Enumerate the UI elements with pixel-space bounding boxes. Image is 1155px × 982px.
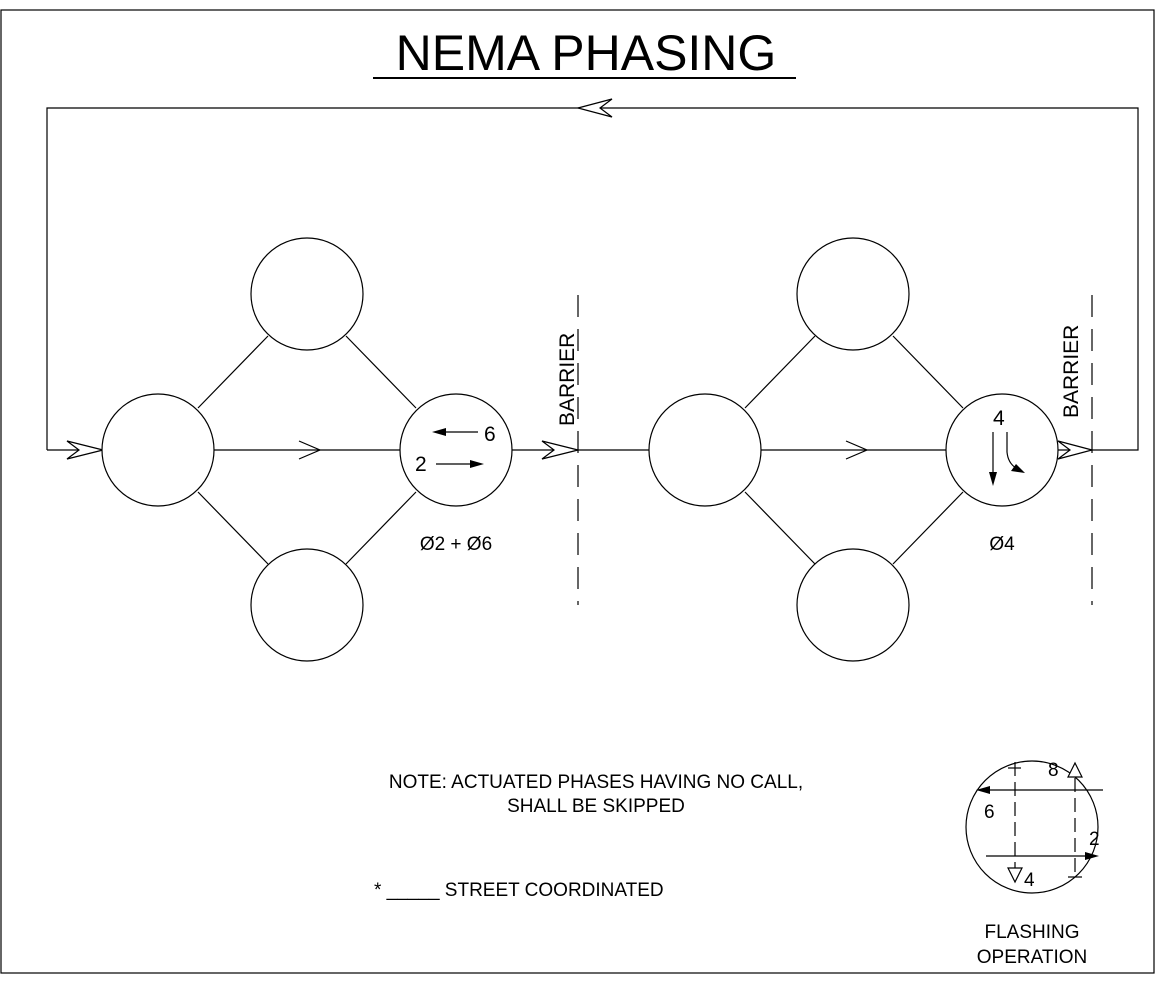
movement-2-arrowhead [470,460,484,468]
phase-node-left-bottom [250,548,364,662]
phase-label-2-6: Ø2 + Ø6 [420,534,492,555]
movement-4-through-arrowhead [989,472,997,486]
flash-2-number: 2 [1089,829,1100,850]
flash-4-number: 4 [1024,870,1035,891]
link-right-4 [892,491,964,565]
phase-node-2-6 [399,393,513,507]
coordinated-street-note: * _____ STREET COORDINATED [374,880,664,901]
link-right-3 [744,491,816,565]
barrier-arrow-right [1057,440,1095,460]
movement-6-arrowhead [432,428,446,436]
movement-6-number: 6 [484,423,496,446]
entry-arrow-left [66,440,104,460]
link-left-4 [345,491,417,565]
link-left-1 [197,335,269,409]
barrier-label-left: BARRIER [556,333,579,426]
note-line-1: NOTE: ACTUATED PHASES HAVING NO CALL, [389,772,803,793]
phase-node-right-bottom [796,548,910,662]
link-right-2 [892,335,964,409]
link-right-1 [744,335,816,409]
movement-4-turn-arrowhead [1011,464,1025,473]
flash-6-arrowhead [976,786,990,794]
link-left-2 [345,335,417,409]
flash-8-arrowhead [1067,761,1083,778]
phase-node-left-top [250,237,364,351]
flashing-label-line-2: OPERATION [977,947,1088,968]
flashing-operation-diagram: 6 2 4 8 FLASHING OPERATION [965,760,1103,968]
flash-6-number: 6 [984,802,995,823]
barrier-arrow-left [541,440,579,460]
flash-2-arrowhead [1085,852,1099,860]
sheet-border [0,9,1155,974]
diagram-title: NEMA PHASING [396,25,777,81]
arrow-right-middle [845,440,869,460]
link-left-3 [197,491,269,565]
return-arrow-top [575,98,613,118]
phase-node-right-start [648,393,762,507]
flash-8-number: 8 [1048,760,1059,781]
movement-4-number: 4 [993,407,1005,430]
flash-4-arrowhead [1007,867,1023,884]
phase-node-left-start [101,393,215,507]
flashing-label-line-1: FLASHING [984,922,1079,943]
movement-2-number: 2 [415,453,427,476]
return-loop-line [46,107,1139,451]
phase-node-right-top [796,237,910,351]
barrier-label-right: BARRIER [1060,325,1083,418]
note-line-2: SHALL BE SKIPPED [507,796,685,817]
flashing-circle [965,760,1099,894]
arrow-left-middle [298,440,322,460]
phase-label-4: Ø4 [989,534,1015,555]
